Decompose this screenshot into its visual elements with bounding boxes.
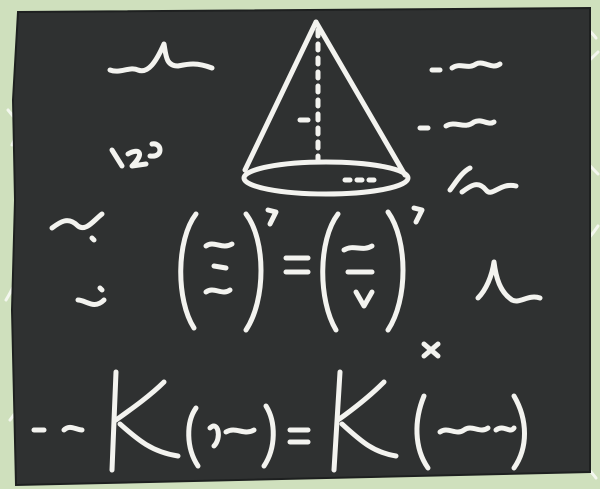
blackboard xyxy=(10,6,591,487)
left-chalk-notes xyxy=(49,41,215,307)
right-chalk-notes xyxy=(417,60,543,304)
chalk-markings xyxy=(31,19,543,473)
cone-icon xyxy=(241,19,411,197)
middle-equation xyxy=(178,205,425,333)
bottom-equation xyxy=(31,341,527,473)
